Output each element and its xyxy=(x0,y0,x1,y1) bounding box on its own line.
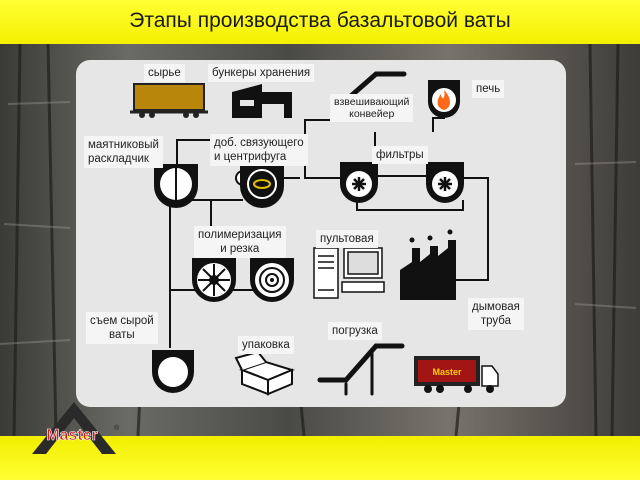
label-binder: доб. связующего и центрифуга xyxy=(210,134,308,166)
filter-fan-icon xyxy=(340,162,378,203)
page-title: Этапы производства базальтовой ваты xyxy=(129,9,511,32)
computer-icon xyxy=(313,247,385,299)
label-raw: сырье xyxy=(144,64,185,82)
label-furnace: печь xyxy=(472,80,505,98)
label-control: пультовая xyxy=(316,230,378,248)
label-removal: съем сырой ваты xyxy=(86,312,158,344)
label-bunkers: бункеры хранения xyxy=(208,64,315,82)
filter-fan-icon xyxy=(426,162,464,203)
furnace-unit xyxy=(428,80,460,118)
pendulum-icon xyxy=(154,164,198,208)
centrifuge-icon xyxy=(240,164,284,208)
flame-icon xyxy=(437,90,450,110)
truck-icon: Master xyxy=(414,356,499,393)
roller-icon xyxy=(192,258,236,302)
factory-chimney-icon xyxy=(400,229,456,300)
logo-mark: ® xyxy=(114,424,120,432)
header-bar: Этапы производства базальтовой ваты xyxy=(0,0,640,44)
label-packing: упаковка xyxy=(238,336,294,354)
label-polymer: полимеризация и резка xyxy=(194,226,286,258)
label-pendulum: маятниковый раскладчик xyxy=(84,136,163,168)
label-chimney: дымовая труба xyxy=(468,298,524,330)
truck-logo-text: Master xyxy=(432,367,462,377)
master-logo: Master ® xyxy=(32,402,120,454)
warehouse-icon xyxy=(232,84,292,118)
removal-unit xyxy=(152,350,194,393)
conveyor-icon xyxy=(341,71,407,105)
box-icon xyxy=(234,350,295,396)
label-loading: погрузка xyxy=(328,322,382,340)
loader-conveyor-icon xyxy=(317,343,405,396)
label-weighing: взвешивающий конвейер xyxy=(330,94,414,122)
logo-text: Master xyxy=(46,427,98,444)
railcar-icon xyxy=(130,83,208,118)
label-filters: фильтры xyxy=(372,146,428,164)
saw-icon xyxy=(250,258,294,302)
